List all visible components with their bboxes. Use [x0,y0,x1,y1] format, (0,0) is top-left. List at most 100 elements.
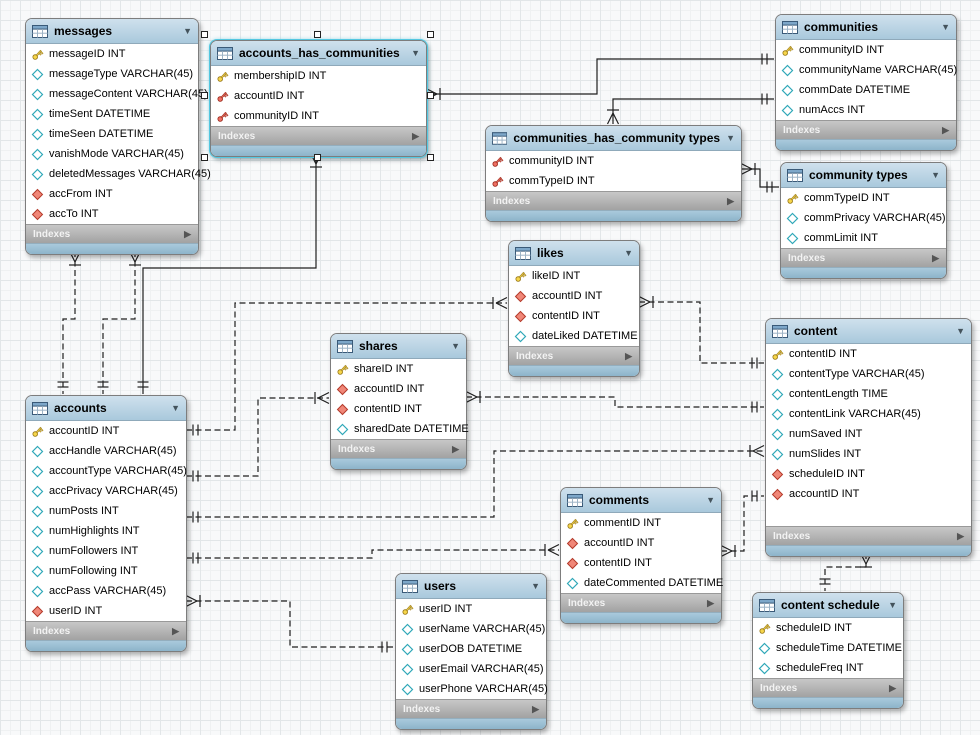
column-row[interactable]: numPosts INT [26,501,186,521]
collapse-arrow-icon[interactable]: ▼ [624,248,633,258]
relationship-line[interactable] [142,153,317,394]
indexes-footer[interactable]: Indexes▶ [781,248,946,267]
relationship-communities-has-community-types-communities[interactable] [606,93,774,125]
table-communities-has-community-types[interactable]: communities_has_community types▼communit… [485,125,742,222]
column-row[interactable]: membershipID INT [211,66,426,86]
collapse-arrow-icon[interactable]: ▼ [183,26,192,36]
column-row[interactable]: sharedDate DATETIME [331,419,469,439]
expand-arrow-icon[interactable]: ▶ [172,625,179,636]
relationship-line[interactable] [824,553,867,591]
column-row[interactable]: accPrivacy VARCHAR(45) [26,481,186,501]
indexes-footer[interactable]: Indexes▶ [753,678,903,697]
collapse-arrow-icon[interactable]: ▼ [706,495,715,505]
column-row[interactable]: contentID INT [331,399,466,419]
collapse-arrow-icon[interactable]: ▼ [451,341,460,351]
collapse-arrow-icon[interactable]: ▼ [531,581,540,591]
relationship-shares-content[interactable] [465,390,764,413]
column-row[interactable]: scheduleID INT [766,464,971,484]
expand-arrow-icon[interactable]: ▶ [942,124,949,135]
indexes-footer[interactable]: Indexes▶ [776,120,956,139]
relationship-line[interactable] [639,301,764,364]
collapse-arrow-icon[interactable]: ▼ [956,326,965,336]
column-row[interactable]: contentID INT [509,306,639,326]
table-header[interactable]: comments▼ [561,488,721,513]
collapse-arrow-icon[interactable]: ▼ [171,403,180,413]
table-header[interactable]: communities_has_community types▼ [486,126,741,151]
column-row[interactable]: numAccs INT [776,100,956,120]
collapse-arrow-icon[interactable]: ▼ [888,600,897,610]
relationship-line[interactable] [741,168,779,188]
relationship-line[interactable] [466,396,764,408]
column-row[interactable]: contentID INT [561,553,721,573]
relationship-likes-content[interactable] [638,295,764,369]
relationship-comments-content[interactable] [720,490,764,558]
expand-arrow-icon[interactable]: ▶ [532,703,539,714]
column-row[interactable]: communityID INT [211,106,426,126]
selection-handle[interactable] [427,31,434,38]
relationship-communities-has-community-types-community-types[interactable] [740,162,779,193]
column-row[interactable]: numHighlights INT [26,521,186,541]
indexes-footer[interactable]: Indexes▶ [486,191,741,210]
column-row[interactable]: contentLink VARCHAR(45) [766,404,971,424]
column-row[interactable]: numSaved INT [766,424,971,444]
column-row[interactable]: messageType VARCHAR(45) [26,64,198,84]
table-header[interactable]: content▼ [766,319,971,344]
table-header[interactable]: communities▼ [776,15,956,40]
column-row[interactable]: commLimit INT [781,228,946,248]
column-row[interactable]: userDOB DATETIME [396,639,546,659]
column-row[interactable]: commTypeID INT [781,188,946,208]
column-row[interactable]: accountID INT [26,421,186,441]
indexes-footer[interactable]: Indexes▶ [509,346,639,365]
table-header[interactable]: community types▼ [781,163,946,188]
column-row[interactable]: accPass VARCHAR(45) [26,581,186,601]
column-row[interactable]: communityID INT [486,151,741,171]
relationship-accounts-shares[interactable] [186,391,330,482]
column-row[interactable]: scheduleID INT [753,618,903,638]
relationship-line[interactable] [62,251,76,394]
table-header[interactable]: likes▼ [509,241,639,266]
column-row[interactable]: contentID INT [766,344,971,364]
column-row[interactable]: scheduleTime DATETIME [753,638,903,658]
expand-arrow-icon[interactable]: ▶ [625,350,632,361]
column-row[interactable]: userEmail VARCHAR(45) [396,659,546,679]
table-header[interactable]: accounts_has_communities▼ [211,41,426,66]
column-row[interactable]: deletedMessages VARCHAR(45) [26,164,211,184]
relationship-accounts-likes[interactable] [186,296,508,436]
expand-arrow-icon[interactable]: ▶ [707,597,714,608]
column-row[interactable]: userPhone VARCHAR(45) [396,679,548,699]
column-row[interactable]: userID INT [396,599,546,619]
column-row[interactable]: numFollowers INT [26,541,186,561]
relationship-content-content-schedule[interactable] [819,552,873,591]
collapse-arrow-icon[interactable]: ▼ [726,133,735,143]
collapse-arrow-icon[interactable]: ▼ [941,22,950,32]
table-accounts-has-communities[interactable]: accounts_has_communities▼membershipID IN… [209,39,428,158]
relationship-line[interactable] [186,302,507,431]
column-row[interactable]: timeSeen DATETIME [26,124,198,144]
relationship-line[interactable] [426,58,774,95]
column-row[interactable]: vanishMode VARCHAR(45) [26,144,198,164]
indexes-footer[interactable]: Indexes▶ [331,439,466,458]
expand-arrow-icon[interactable]: ▶ [727,195,734,206]
column-row[interactable]: commTypeID INT [486,171,741,191]
expand-arrow-icon[interactable]: ▶ [957,530,964,541]
indexes-footer[interactable]: Indexes▶ [211,126,426,145]
selection-handle[interactable] [313,31,321,38]
expand-arrow-icon[interactable]: ▶ [452,443,459,454]
relationship-line[interactable] [186,397,329,477]
selection-handle[interactable] [313,154,321,161]
column-row[interactable]: commPrivacy VARCHAR(45) [781,208,946,228]
relationship-messages-accounts[interactable] [57,250,82,394]
column-row[interactable]: accountID INT [331,379,466,399]
column-row[interactable]: contentType VARCHAR(45) [766,364,971,384]
column-row[interactable]: communityID INT [776,40,956,60]
column-row[interactable]: numFollowing INT [26,561,186,581]
expand-arrow-icon[interactable]: ▶ [932,252,939,263]
indexes-footer[interactable]: Indexes▶ [26,621,186,640]
column-row[interactable]: accTo INT [26,204,198,224]
selection-handle[interactable] [427,92,434,99]
collapse-arrow-icon[interactable]: ▼ [931,170,940,180]
